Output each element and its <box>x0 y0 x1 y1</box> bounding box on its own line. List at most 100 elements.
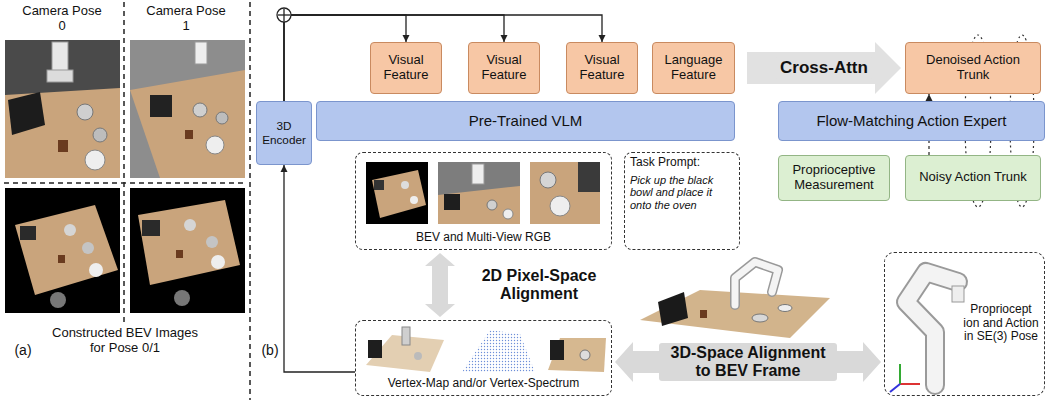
rgb-input-images <box>401 181 409 189</box>
node-text: Proprioceptive Measurement <box>784 163 884 193</box>
bev-image-pose-0 <box>50 292 66 308</box>
rgb-input-images <box>438 162 520 224</box>
robot-arm-pose <box>906 272 958 385</box>
camera-view-pose-0 <box>5 40 120 178</box>
prompt-box: Task Prompt:Pick up the black bowl and p… <box>624 152 740 250</box>
rgb-input-images <box>540 172 556 188</box>
bev-image-pose-0 <box>5 188 120 313</box>
text-group: Pre-Trained VLM <box>469 112 583 129</box>
vertex-map-images <box>548 338 606 372</box>
camera-view-pose-1 <box>130 70 245 178</box>
robot-arm-pose <box>899 364 901 384</box>
camera-view-pose-0 <box>77 104 93 120</box>
sum-symbol <box>277 8 291 22</box>
robot-scene <box>735 262 778 305</box>
arrow-head <box>599 35 606 42</box>
panel-separators <box>4 182 246 184</box>
robot-arm-pose <box>900 383 920 385</box>
panel-label: Camera Pose 0 <box>22 4 102 34</box>
arrow-head <box>926 94 933 101</box>
vertex-map-images <box>462 330 535 372</box>
rgb-input-images <box>374 180 384 190</box>
camera-view-pose-0 <box>52 42 68 72</box>
bev-image-pose-1 <box>176 250 183 258</box>
panel-separators <box>249 2 251 400</box>
camera-view-pose-1 <box>216 112 228 124</box>
bev-image-pose-0 <box>5 188 120 313</box>
vertex-map-images <box>368 340 382 358</box>
camera-view-pose-1 <box>185 130 193 139</box>
vertex-map-images <box>550 340 564 360</box>
bev-image-pose-1 <box>130 188 245 313</box>
robot-scene <box>752 314 768 322</box>
sum-symbol <box>283 9 284 21</box>
text-group: Task Prompt:Pick up the black bowl and p… <box>630 156 734 212</box>
camera-view-pose-0 <box>8 92 45 135</box>
bev-image-pose-0 <box>89 263 103 277</box>
connector <box>615 342 881 382</box>
robot-scene <box>735 262 778 305</box>
text-group: Visual Feature <box>376 53 436 83</box>
rgb-input-images <box>530 162 600 224</box>
feature-box: Visual Feature <box>566 42 638 94</box>
rgb-input-images <box>438 186 520 224</box>
block-arrow <box>747 42 901 94</box>
robot-scene <box>700 310 707 318</box>
bev-image-pose-0 <box>58 255 65 263</box>
bev-image-pose-1 <box>142 220 160 236</box>
bev-image-pose-1 <box>211 255 225 269</box>
bev-image-pose-1 <box>184 219 196 231</box>
robot-arm-pose <box>906 272 958 385</box>
node-text: BEV and Multi-View RGB <box>416 231 551 245</box>
rgb-input-images <box>578 162 600 192</box>
camera-view-pose-1 <box>206 136 224 154</box>
text-group: Language Feature <box>658 53 729 83</box>
vlm-bar: Pre-Trained VLM <box>316 101 735 141</box>
camera-view-pose-0 <box>85 150 105 170</box>
text-group: Visual Feature <box>572 53 632 83</box>
rgb-input-images <box>372 170 426 218</box>
camera-view-pose-1 <box>130 40 245 178</box>
text-group: Proprioceptive Measurement <box>784 163 884 193</box>
panel-label: Camera Pose 1 <box>146 4 226 34</box>
rgb-input-images <box>444 194 460 210</box>
text-group: BEV and Multi-View RGB <box>416 231 551 245</box>
panel-separators <box>4 2 250 400</box>
text-group: Visual Feature <box>474 53 534 83</box>
text-group: Flow-Matching Action Expert <box>816 112 1006 129</box>
sum-symbol <box>277 8 291 22</box>
panel-label: (a) <box>8 342 38 358</box>
rgb-input-images <box>550 196 570 216</box>
text-group: Vertex-Map and/or Vertex-Spectrum <box>388 377 579 391</box>
robot-arm-pose <box>952 286 964 302</box>
panel-label: (b) <box>257 342 283 358</box>
robot-scene <box>658 292 688 326</box>
rgb-input-images <box>487 200 497 210</box>
rgb-input-images <box>503 209 513 219</box>
text-group: Propriocept ion and Action in SE(3) Pose <box>963 303 1039 344</box>
node-text: 3D Encoder <box>262 119 306 146</box>
edge-label: Cross-Attn <box>776 57 872 79</box>
node-text: Pre-Trained VLM <box>469 112 583 129</box>
connector <box>281 165 356 372</box>
robot-arm-pose <box>890 384 900 392</box>
connector-line <box>284 165 355 372</box>
rgb-input-images <box>366 162 600 224</box>
camera-view-pose-1 <box>193 103 207 117</box>
image-group: Vertex-Map and/or Vertex-Spectrum <box>355 320 612 396</box>
node-text: Noisy Action Trunk <box>919 170 1027 185</box>
encoder-box: 3D Encoder <box>256 101 312 165</box>
feature-box: Visual Feature <box>370 42 442 94</box>
text-group: Noisy Action Trunk <box>919 170 1027 185</box>
image-group: BEV and Multi-View RGB <box>355 152 612 250</box>
node-text: Task Prompt: <box>630 156 700 170</box>
robot-scene <box>640 262 830 338</box>
expert-bar: Flow-Matching Action Expert <box>778 101 1045 141</box>
bev-image-pose-1 <box>138 200 240 285</box>
text-group: Denoised Action Trunk <box>911 53 1035 83</box>
panel-separators <box>123 2 125 322</box>
bev-image-pose-0 <box>64 224 76 236</box>
camera-view-pose-1 <box>150 95 172 117</box>
arrow-head <box>403 35 410 42</box>
